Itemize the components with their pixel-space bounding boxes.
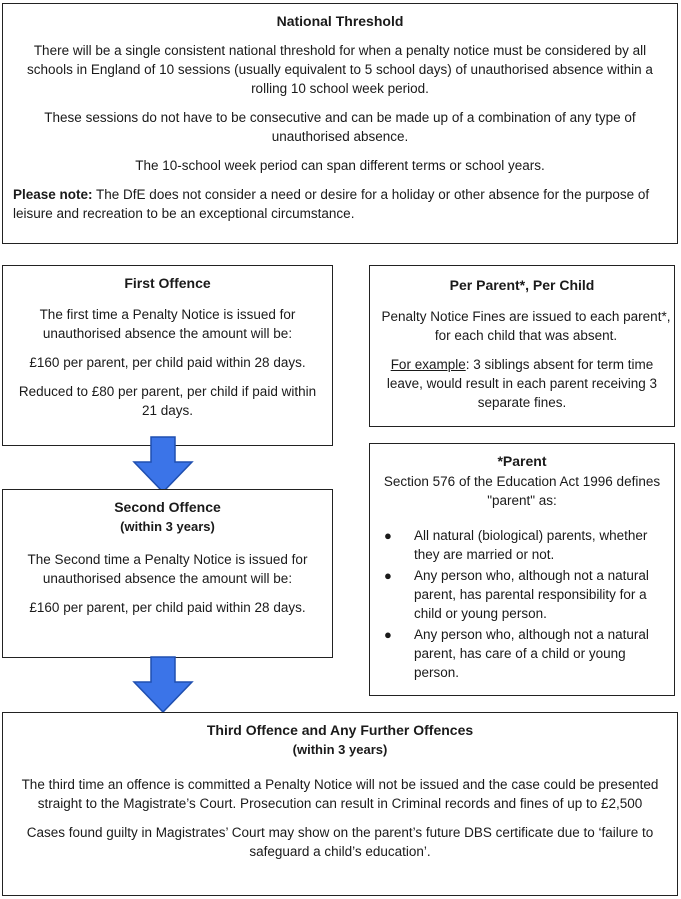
national-threshold-title: National Threshold bbox=[276, 13, 404, 29]
per-parent-box: Per Parent*, Per Child Penalty Notice Fi… bbox=[369, 265, 675, 427]
please-note-paragraph: Please note: The DfE does not consider a… bbox=[13, 185, 667, 223]
bullet-icon: ● bbox=[384, 528, 392, 543]
for-example-text: : 3 siblings absent for term time leave,… bbox=[386, 357, 658, 410]
first-offence-paragraph-2: £160 per parent, per child paid within 2… bbox=[29, 355, 306, 370]
third-offence-paragraph-1: The third time an offence is committed a… bbox=[21, 777, 659, 811]
national-threshold-box: National Threshold There will be a singl… bbox=[2, 3, 678, 244]
third-offence-paragraph-2: Cases found guilty in Magistrates’ Court… bbox=[26, 825, 654, 859]
for-example-paragraph: For example: 3 siblings absent for term … bbox=[378, 355, 674, 412]
down-arrow-icon bbox=[132, 436, 194, 494]
national-threshold-paragraph-1: There will be a single consistent nation… bbox=[27, 43, 653, 96]
down-arrow-icon bbox=[132, 656, 194, 714]
second-offence-title: Second Offence bbox=[114, 499, 221, 515]
per-parent-paragraph: Penalty Notice Fines are issued to each … bbox=[381, 309, 671, 343]
first-offence-paragraph-1: The first time a Penalty Notice is issue… bbox=[39, 307, 296, 341]
third-offence-subtitle: (within 3 years) bbox=[292, 742, 388, 757]
national-threshold-paragraph-2: These sessions do not have to be consecu… bbox=[44, 110, 636, 144]
third-offence-title: Third Offence and Any Further Offences bbox=[206, 722, 474, 738]
national-threshold-paragraph-3: The 10-school week period can span diffe… bbox=[135, 158, 545, 173]
bullet-icon: ● bbox=[384, 568, 392, 583]
second-offence-paragraph-1: The Second time a Penalty Notice is issu… bbox=[27, 552, 308, 586]
second-offence-box: Second Offence (within 3 years) The Seco… bbox=[2, 489, 333, 658]
first-offence-box: First Offence The first time a Penalty N… bbox=[2, 265, 333, 446]
please-note-label: Please note: bbox=[13, 187, 93, 202]
list-item: ●Any person who, although not a natural … bbox=[384, 568, 649, 621]
second-offence-paragraph-2: £160 per parent, per child paid within 2… bbox=[29, 600, 306, 615]
for-example-label: For example bbox=[390, 357, 466, 372]
per-parent-title: Per Parent*, Per Child bbox=[449, 277, 595, 293]
second-offence-subtitle: (within 3 years) bbox=[120, 519, 215, 534]
third-offence-box: Third Offence and Any Further Offences (… bbox=[2, 712, 678, 896]
please-note-text: The DfE does not consider a need or desi… bbox=[13, 187, 650, 221]
first-offence-title: First Offence bbox=[124, 275, 211, 291]
parent-definition-intro: Section 576 of the Education Act 1996 de… bbox=[383, 474, 661, 508]
parent-definition-title: *Parent bbox=[497, 453, 547, 469]
parent-definition-box: *Parent Section 576 of the Education Act… bbox=[369, 443, 675, 696]
parent-definition-list: ●All natural (biological) parents, wheth… bbox=[378, 526, 666, 682]
list-item: ●All natural (biological) parents, wheth… bbox=[384, 528, 648, 562]
list-item: ●Any person who, although not a natural … bbox=[384, 627, 649, 680]
first-offence-paragraph-3: Reduced to £80 per parent, per child if … bbox=[18, 384, 317, 418]
bullet-icon: ● bbox=[384, 627, 392, 642]
